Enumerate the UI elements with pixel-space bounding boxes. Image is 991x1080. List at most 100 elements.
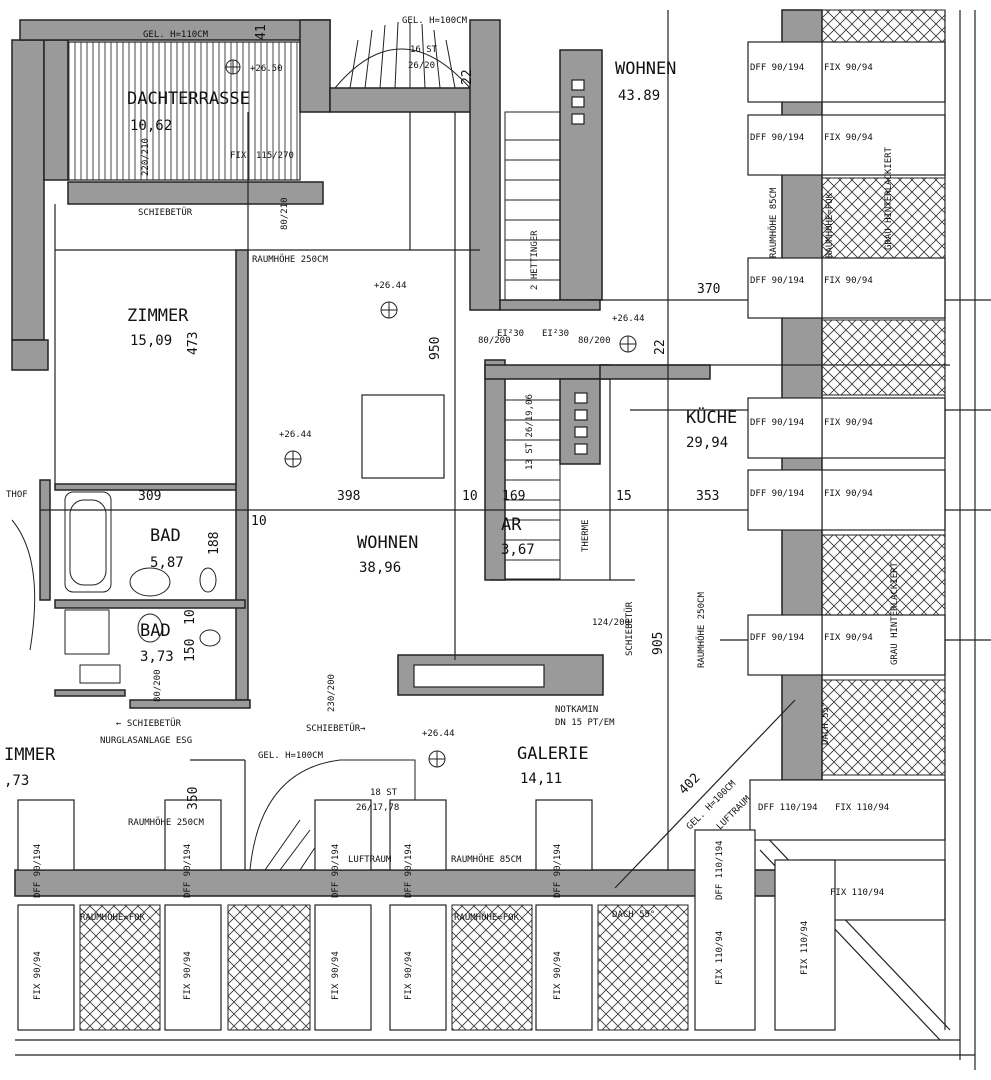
note-notkamin-spec: DN 15 PT/EM	[555, 718, 615, 728]
dim-41: 41	[254, 24, 269, 40]
bottom-window-dff: DFF 90/194	[183, 844, 193, 898]
right-window-dff: DFF 90/194	[750, 633, 804, 643]
note-door-230-200: 230/200	[327, 674, 337, 712]
right-window-dff: DFF 90/194	[750, 276, 804, 286]
room-kueche-area: 29,94	[686, 435, 728, 451]
right-window-fix: FIX 90/94	[824, 276, 873, 286]
bottom-window-dff: DFF 90/194	[553, 844, 563, 898]
level-markers	[225, 59, 637, 768]
level-3: +26.44	[612, 314, 645, 324]
room-zimmer-left-name: IMMER	[4, 745, 56, 765]
note-schiebetuer-vert: SCHIEBETÜR	[624, 601, 635, 656]
dim-350: 350	[186, 787, 201, 810]
level-1: +26.44	[374, 281, 407, 291]
note-schiebetuer-terrace: SCHIEBETÜR	[138, 207, 193, 218]
dim-309: 309	[138, 489, 161, 504]
stair-core	[504, 111, 561, 580]
note-gel-100-mid: GEL. H=100CM	[258, 751, 324, 761]
room-ar-area: 3,67	[501, 542, 535, 558]
level-terrace: +26.50	[250, 64, 283, 74]
dim-10c: 10	[183, 609, 198, 625]
note-door-80-210: 80/210	[280, 197, 290, 230]
room-bad1-name: BAD	[150, 526, 181, 546]
bath-fixtures	[64, 491, 221, 684]
room-galerie-area: 14,11	[520, 771, 562, 787]
right-window-dff: DFF 90/194	[750, 489, 804, 499]
room-thof-name: THOF	[6, 490, 28, 500]
note-ei30-b: EI²30	[542, 329, 569, 339]
room-galerie-name: GALERIE	[517, 744, 589, 764]
note-nurglas: NURGLASANLAGE ESG	[100, 736, 192, 746]
dim-10b: 10	[251, 514, 267, 529]
note-stair-bottom-ratio: 26/17,78	[356, 803, 399, 813]
note-raumhoehe-250-bottom: RAUMHÖHE 250CM	[128, 817, 204, 828]
dim-473: 473	[186, 332, 201, 355]
note-raumhoehe-fok-vert: RAUMHÖHE=FOK	[824, 192, 835, 258]
note-raumhoehe-85-vert: RAUMHÖHE 85CM	[768, 187, 779, 258]
note-door-80-200-b: 80/200	[578, 336, 611, 346]
note-stair-top: 16 ST	[410, 45, 438, 55]
room-bad1-area: 5,87	[150, 555, 184, 571]
bottom-window-dff: DFF 90/194	[33, 844, 43, 898]
note-fix-terrace-dims: 115/270	[256, 151, 294, 161]
room-bad2-area: 3,73	[140, 649, 174, 665]
right-window-fix: FIX 90/94	[824, 489, 873, 499]
room-kueche-name: KÜCHE	[686, 406, 737, 428]
dim-353: 353	[696, 489, 719, 504]
dim-169: 169	[502, 489, 525, 504]
right-window-band	[747, 9, 976, 1070]
note-stair-up: 2 HETTINGER	[530, 230, 540, 290]
bottom-window-fix: FIX 90/94	[331, 951, 341, 1000]
dim-370: 370	[697, 282, 720, 297]
stair-spiral	[249, 759, 416, 871]
dim-398: 398	[337, 489, 360, 504]
note-gel-100-top: GEL. H=100CM	[402, 16, 468, 26]
bottom-window-fix: FIX 90/94	[553, 951, 563, 1000]
right-window-fix: FIX 90/94	[824, 63, 873, 73]
right-window-fix: FIX 90/94	[824, 633, 873, 643]
right-window-dff: DFF 110/194	[758, 803, 818, 813]
note-raumhoehe-250-vert: RAUMHÖHE 250CM	[696, 592, 707, 668]
dimensions: 950 905 473 370 22 22 309 398 10 169 15 …	[138, 24, 720, 810]
bottom-window-fix: FIX 90/94	[183, 951, 193, 1000]
note-dach-55-a: DACH 55°	[821, 702, 831, 745]
room-dachterrasse-name: DACHTERRASSE	[127, 89, 250, 109]
note-door-220-210: 220/210	[141, 138, 151, 176]
note-raumhoehe-250-top: RAUMHÖHE 250CM	[252, 254, 328, 265]
right-window-dff: DFF 90/194	[750, 133, 804, 143]
terrace-decking	[67, 41, 301, 181]
dim-22a: 22	[460, 69, 475, 85]
right-window-fix: FIX 110/94	[830, 888, 884, 898]
level-4: +26.44	[422, 729, 455, 739]
note-door-80-200-c: 80/200	[153, 669, 163, 702]
bottom-window-dff: DFF 110/194	[715, 840, 725, 900]
bottom-window-dff: DFF 90/194	[404, 844, 414, 898]
room-labels: DACHTERRASSE 10,62 WOHNEN 43.89 ZIMMER 1…	[4, 59, 737, 789]
stair-top	[334, 21, 471, 89]
bottom-window-labels: DFF 90/194 FIX 90/94 DFF 90/194 FIX 90/9…	[33, 840, 810, 1000]
note-raumhoehe-fok-b1: RAUMHÖHE=FOK	[80, 912, 146, 923]
bottom-window-band	[15, 799, 975, 1056]
chimney-vents	[361, 79, 588, 479]
room-wohnen-top-area: 43.89	[618, 88, 660, 104]
right-window-fix: FIX 110/94	[835, 803, 889, 813]
level-texts: +26.50 +26.44 +26.44 +26.44 +26.44	[250, 64, 645, 739]
note-grau-2: GRAU HINTERLACKIERT	[890, 561, 900, 665]
right-window-dff: DFF 90/194	[750, 418, 804, 428]
stair-left-spiral	[11, 519, 36, 651]
dim-150: 150	[183, 639, 198, 662]
right-window-fix: FIX 90/94	[824, 133, 873, 143]
dim-10a: 10	[462, 489, 478, 504]
note-gel-110: GEL. H=110CM	[143, 30, 209, 40]
note-stair-bottom: 18 ST	[370, 788, 398, 798]
note-fix-terrace: FIX	[230, 151, 247, 161]
dim-22b: 22	[653, 339, 668, 355]
room-zimmer-area: 15,09	[130, 333, 172, 349]
right-window-dff: DFF 90/194	[750, 63, 804, 73]
dim-15: 15	[616, 489, 632, 504]
bottom-window-fix: FIX 110/94	[800, 921, 810, 975]
note-door-80-200-a: 80/200	[478, 336, 511, 346]
dim-905: 905	[651, 632, 666, 655]
right-window-labels: DFF 90/194 FIX 90/94 DFF 90/194 FIX 90/9…	[750, 63, 889, 898]
